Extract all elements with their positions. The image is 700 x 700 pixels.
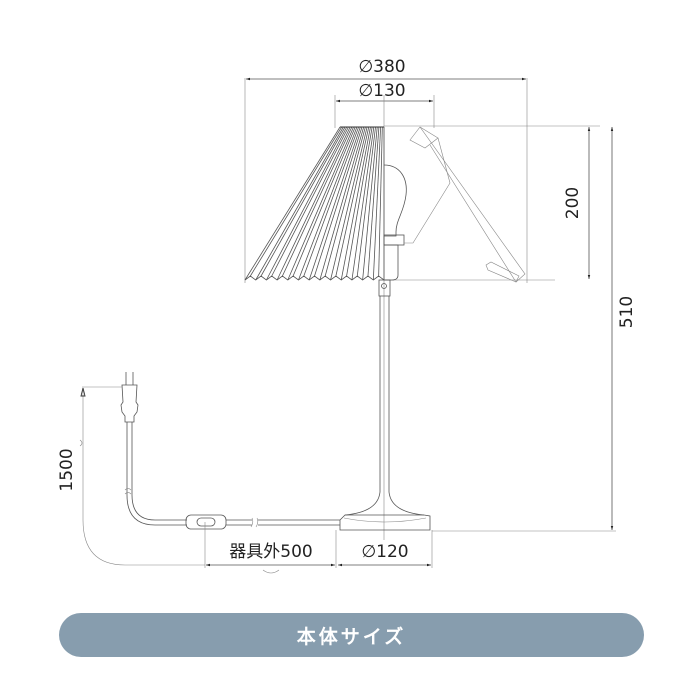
section-title: 本体サイズ (296, 625, 407, 648)
label-1500: 1500 (57, 448, 77, 491)
pleat-line (372, 126, 382, 281)
dimension-total-height: 510 (432, 127, 637, 532)
dimension-shade-top-diameter: ∅130 (334, 81, 435, 128)
pleat-line (282, 126, 353, 277)
pleat-line (346, 126, 373, 277)
pleat-line (287, 126, 354, 281)
label-500: 器具外500 (229, 542, 312, 562)
pleat-line (319, 126, 365, 281)
pleat-line (335, 126, 370, 277)
pleat-line (250, 126, 343, 277)
pleat-line (308, 126, 361, 281)
pleat-line (367, 126, 380, 277)
pleat-line (340, 126, 371, 281)
label-510: 510 (617, 296, 637, 328)
pleat-line (276, 126, 351, 281)
label-120: ∅120 (361, 542, 408, 562)
pleat-line (255, 126, 344, 281)
power-cord (120, 372, 340, 530)
pleat-line (351, 126, 375, 281)
pleat-line (356, 126, 376, 277)
pleat-line (303, 126, 359, 277)
label-380: ∅380 (358, 57, 405, 77)
dimension-cord-length: 1500 (57, 386, 205, 566)
shade-frame (404, 126, 526, 283)
pleat-line (362, 126, 378, 281)
label-200: 200 (563, 187, 583, 219)
label-130: ∅130 (358, 81, 405, 101)
pleated-shade (244, 126, 385, 281)
pleat-line (244, 126, 341, 281)
section-title-banner: 本体サイズ (59, 613, 644, 657)
dimension-shade-bottom-diameter: ∅380 (244, 57, 528, 283)
pleat-line (378, 126, 383, 277)
pleat-line (298, 126, 358, 281)
pleat-line (260, 126, 346, 277)
lamp-dimension-drawing: ∅380 ∅130 (57, 57, 637, 574)
pleat-line (266, 126, 348, 281)
dimension-shade-height: 200 (563, 127, 591, 279)
pleat-line (271, 126, 349, 277)
pleat-line (324, 126, 366, 277)
shade-hem (244, 275, 385, 281)
pleat-line (330, 126, 368, 281)
dimension-switch-distance: 器具外500 (204, 522, 337, 574)
bulb (383, 164, 407, 281)
pleat-line (292, 126, 356, 277)
lamp-base (339, 514, 431, 531)
dimension-base-diameter: ∅120 (338, 530, 433, 568)
lamp-stem (344, 279, 425, 516)
pleat-line (314, 126, 363, 277)
